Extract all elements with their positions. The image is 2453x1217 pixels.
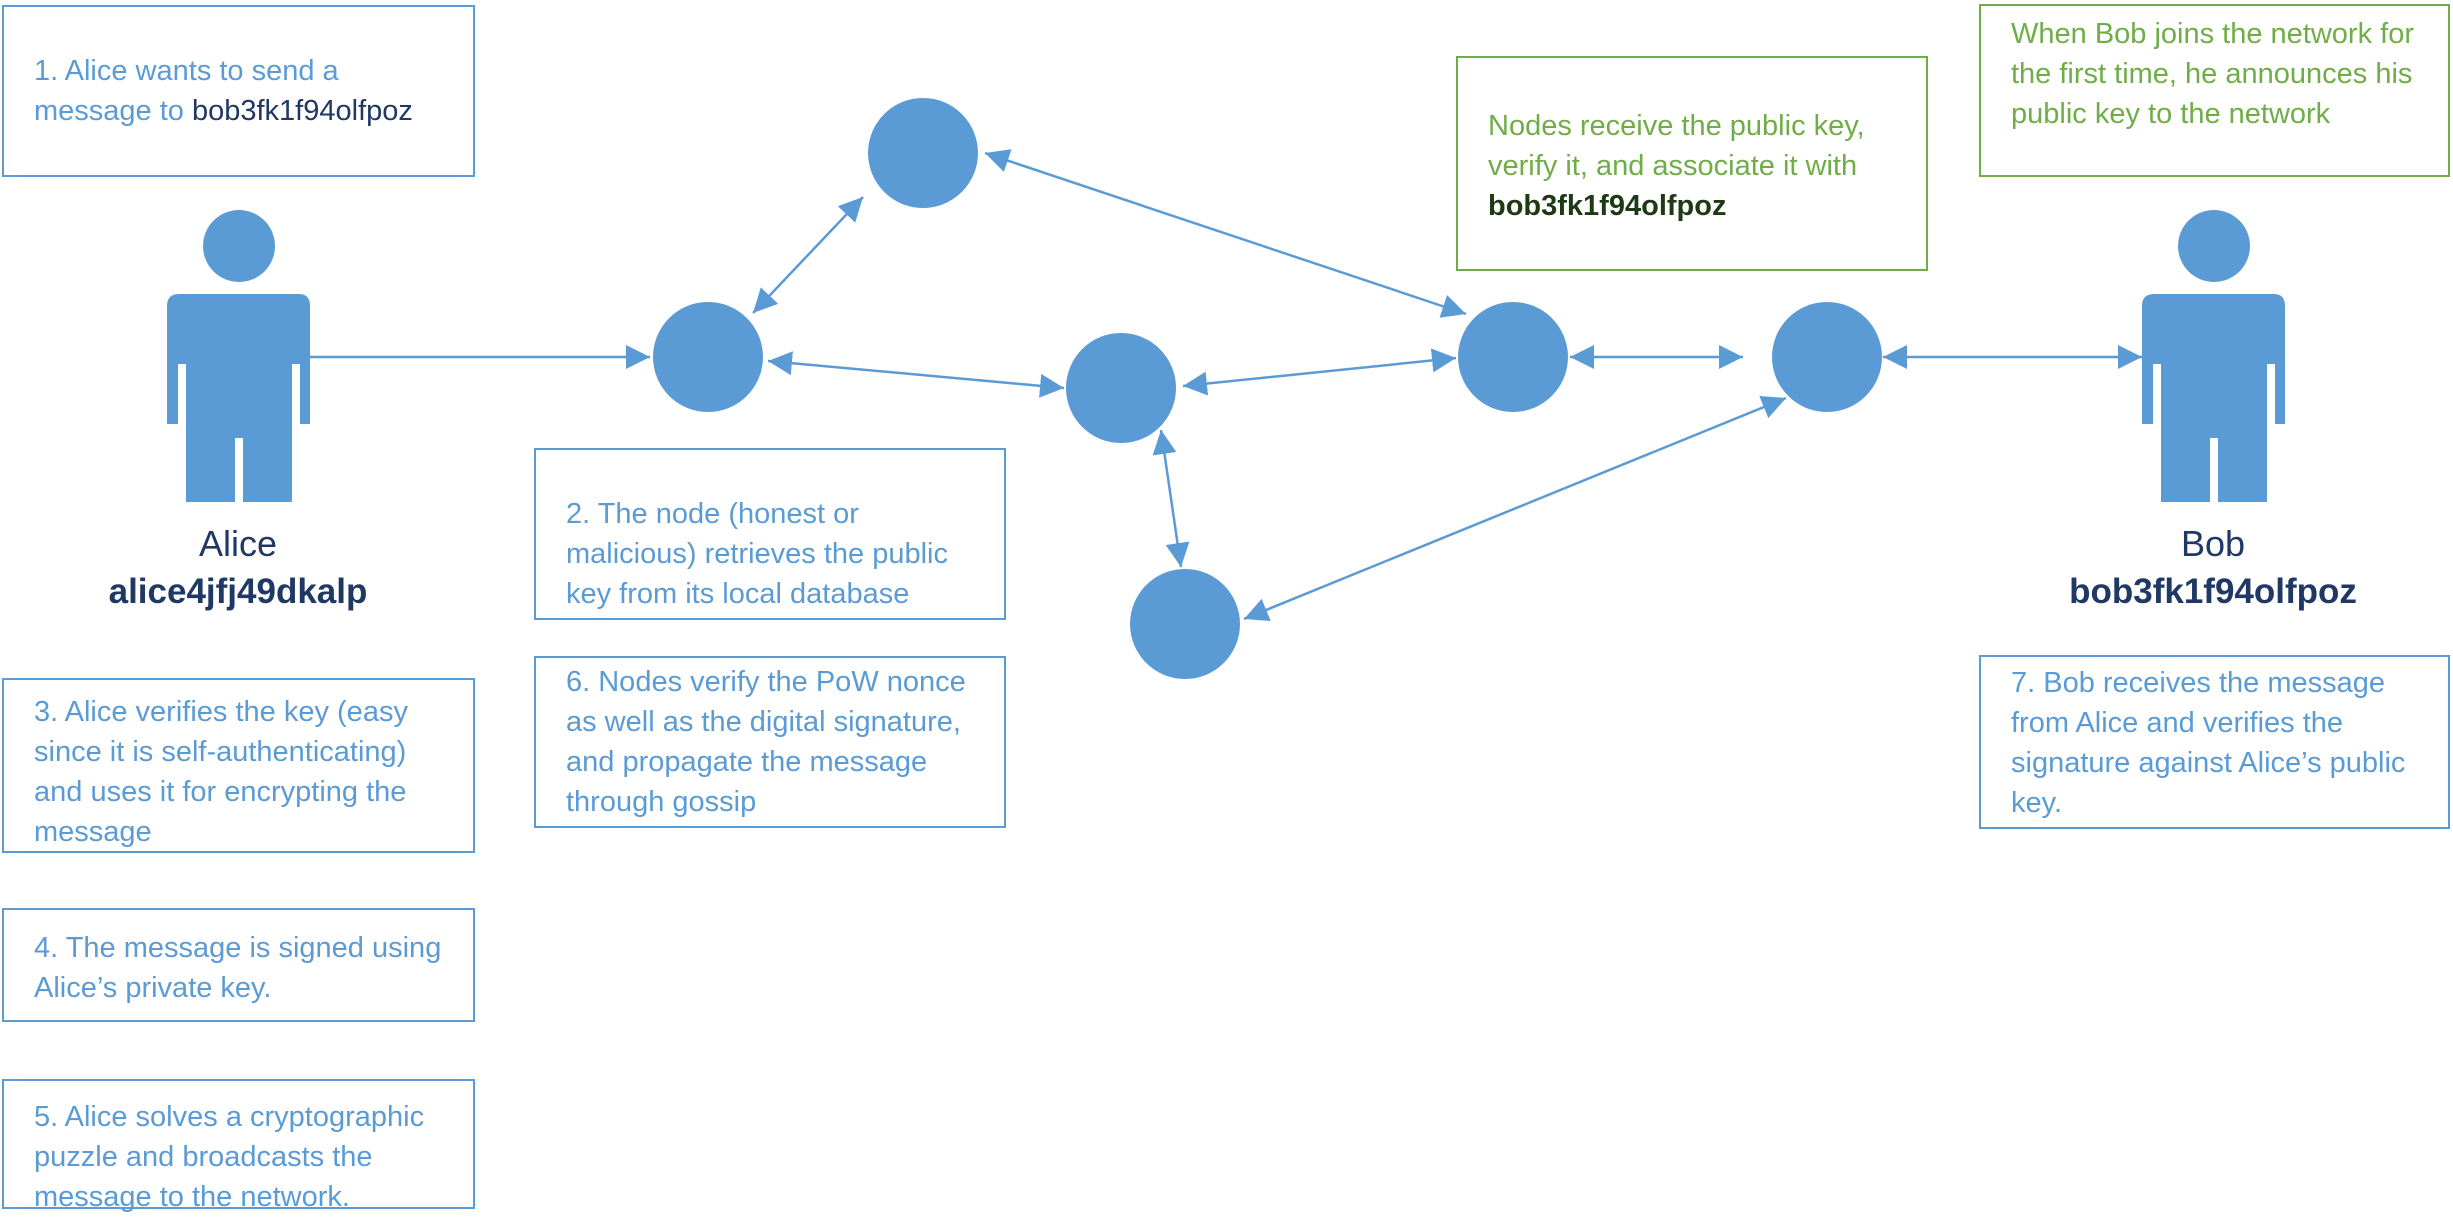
network-node — [1458, 302, 1568, 412]
edge-node-mid-node-low — [1152, 429, 1190, 568]
step3-box: 3. Alice verifies the key (easy since it… — [2, 678, 475, 853]
edges — [310, 149, 2142, 622]
bob-name: Bob — [2180, 523, 2246, 564]
person-icon — [167, 210, 310, 502]
step2-box: 2. The node (honest or malicious) retrie… — [534, 448, 1006, 620]
network-node — [1130, 569, 1240, 679]
step1-address: bob3fk1f94olfpoz — [191, 95, 413, 127]
step6-box: 6. Nodes verify the PoW nonce as well as… — [534, 656, 1006, 828]
bob-label: Bob bob3fk1f94olfpoz — [2013, 520, 2413, 616]
alice-id: alice4jfj49dkalp — [108, 572, 368, 611]
alice-label: Alice alice4jfj49dkalp — [38, 520, 438, 616]
edge-node-mid-node-d — [1182, 348, 1457, 396]
step4-text: 4. The message is signed using Alice’s p… — [34, 932, 442, 1004]
edge-node-a-node-top — [752, 196, 864, 314]
nodes-receive-box: Nodes receive the public key, verify it,… — [1456, 56, 1928, 271]
edge-node-low-node-e — [1243, 395, 1787, 622]
step2-text: 2. The node (honest or malicious) retrie… — [566, 498, 948, 610]
step4-box: 4. The message is signed using Alice’s p… — [2, 908, 475, 1022]
person-icon — [2142, 210, 2285, 502]
nodes-receive-text: Nodes receive the public key, verify it,… — [1488, 110, 1865, 182]
edge-node-a-node-mid — [767, 351, 1065, 398]
nodes-receive-address: bob3fk1f94olfpoz — [1488, 190, 1727, 222]
bob-id: bob3fk1f94olfpoz — [2069, 572, 2357, 611]
network-node — [1066, 333, 1176, 443]
bob-joins-box: When Bob joins the network for the first… — [1979, 4, 2450, 177]
step1-box: 1. Alice wants to send a message to bob3… — [2, 5, 475, 177]
step5-box: 5. Alice solves a cryptographic puzzle a… — [2, 1079, 475, 1213]
network-node — [868, 98, 978, 208]
nodes — [653, 98, 1882, 679]
step3-text: 3. Alice verifies the key (easy since it… — [34, 696, 408, 848]
network-node — [1772, 302, 1882, 412]
step6-text: 6. Nodes verify the PoW nonce as well as… — [566, 666, 966, 818]
step7-text: 7. Bob receives the message from Alice a… — [2011, 667, 2406, 819]
bob-joins-text: When Bob joins the network for the first… — [2011, 18, 2414, 130]
edge-node-top-node-d — [984, 149, 1467, 318]
step1-text: 1. Alice wants to send a message to — [34, 55, 339, 127]
network-node — [653, 302, 763, 412]
step7-box: 7. Bob receives the message from Alice a… — [1979, 655, 2450, 829]
alice-name: Alice — [198, 523, 278, 564]
step5-text: 5. Alice solves a cryptographic puzzle a… — [34, 1101, 425, 1213]
